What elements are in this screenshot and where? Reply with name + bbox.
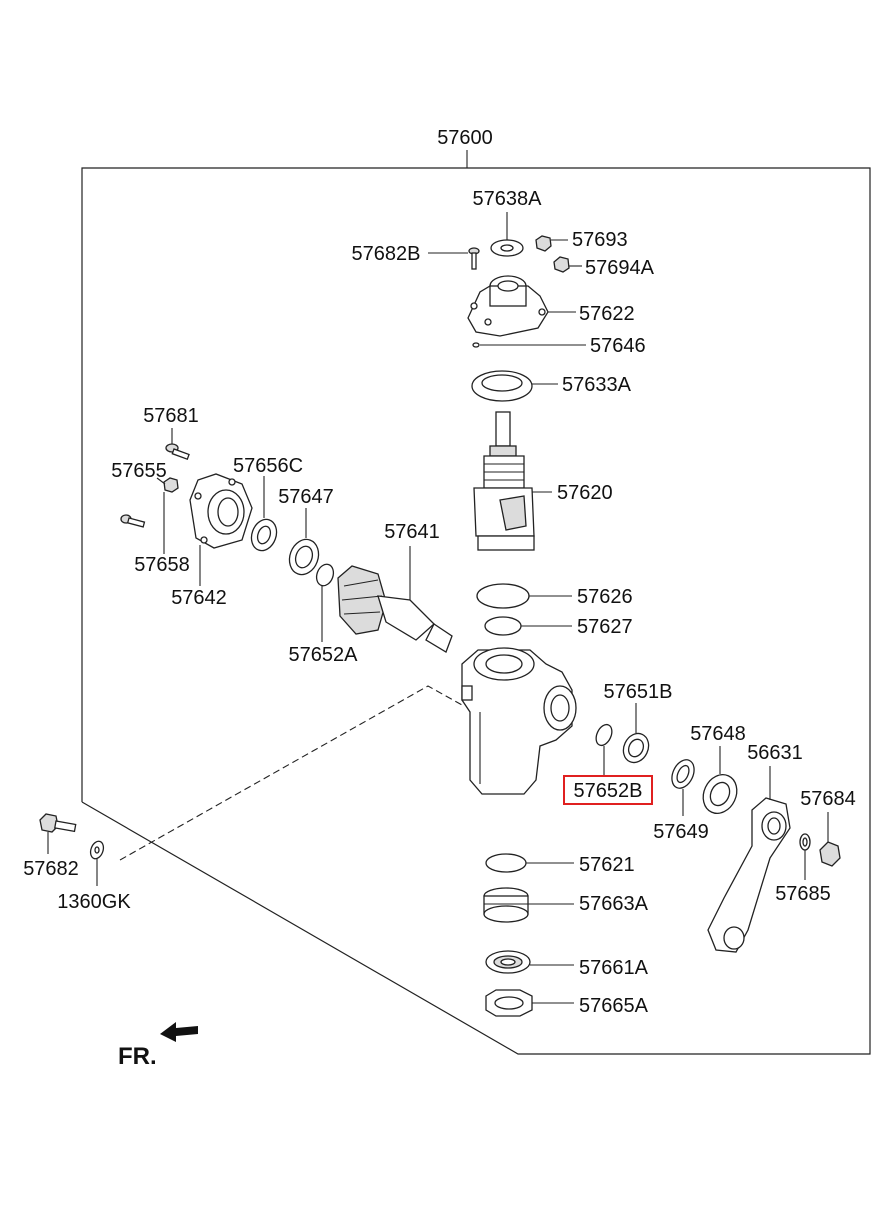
washer-57685: [799, 833, 811, 880]
part-label: 57652A: [289, 644, 359, 666]
part-label: 57685: [775, 883, 831, 905]
part-label: 57622: [579, 303, 635, 325]
part-label: 57627: [577, 616, 633, 638]
seal-57656c: [250, 476, 278, 552]
nut-57693: [535, 235, 568, 252]
snap-ring-57652a: [315, 563, 335, 642]
nut-57694a: [553, 256, 582, 273]
nut-57684: [819, 812, 841, 867]
valve-cover-57622: [467, 275, 576, 337]
part-label: 57656C: [233, 455, 303, 477]
o-ring-57621: [485, 853, 574, 873]
part-label: 1360GK: [57, 891, 131, 913]
part-label: 57681: [143, 405, 199, 427]
snap-ring-57652b: [595, 723, 613, 776]
part-label: 57626: [577, 586, 633, 608]
part-label: 56631: [747, 742, 803, 764]
part-label: 57648: [690, 723, 746, 745]
part-label: 57642: [171, 587, 227, 609]
o-ring-57626: [476, 583, 572, 609]
part-label: 57647: [278, 486, 334, 508]
part-label: 57641: [384, 521, 440, 543]
seal-57648: [702, 746, 738, 814]
gear-housing-57600: [461, 647, 577, 795]
bushing-57651b: [622, 703, 650, 764]
bearing-57661a: [485, 950, 574, 974]
part-label: 57694A: [585, 257, 655, 279]
part-label: 57646: [590, 335, 646, 357]
bushing-57663a: [483, 887, 574, 923]
lock-nut-57665a: [485, 989, 574, 1017]
bolt-57658: [120, 492, 165, 554]
part-label: 57682B: [352, 243, 421, 265]
o-ring-57646: [472, 342, 586, 348]
part-label: 57663A: [579, 893, 649, 915]
highlight-box: [563, 775, 653, 805]
part-label: 57649: [653, 821, 709, 843]
part-label: 57682: [23, 858, 79, 880]
direction-label: FR.: [118, 1043, 157, 1070]
o-ring-57627: [484, 616, 572, 636]
sector-shaft-57641: [337, 546, 453, 653]
front-direction-arrow-icon: [160, 1022, 198, 1042]
part-label: 57693: [572, 229, 628, 251]
highlighted-part-label: 57652B: [574, 780, 643, 802]
seal-57633a: [471, 370, 558, 402]
bearing-57647: [288, 508, 320, 576]
part-label: 57665A: [579, 995, 649, 1017]
part-label: 57621: [579, 854, 635, 876]
assembly-frame: [81, 150, 871, 1055]
part-label: 57620: [557, 482, 613, 504]
pitman-arm-56631: [707, 766, 791, 953]
washer-57638a: [490, 212, 524, 257]
bolt-57682b: [428, 247, 480, 270]
bolt-57681: [165, 428, 190, 461]
part-label: 57633A: [562, 374, 632, 396]
side-cover-57642: [189, 473, 253, 586]
part-label: 57661A: [579, 957, 649, 979]
part-label: 57638A: [473, 188, 543, 210]
assembly-label: 57600: [437, 127, 493, 149]
bolt-57682: [39, 813, 77, 854]
washer-1360gk: [89, 840, 105, 886]
part-label: 57658: [134, 554, 190, 576]
part-label: 57655: [111, 460, 167, 482]
nut-57655: [156, 477, 179, 493]
part-labels: 57600 57638A 57682B 57693 57694A 57622 5…: [23, 127, 856, 1070]
washer-57649: [671, 759, 695, 816]
part-label: 57684: [800, 788, 856, 810]
part-label: 57651B: [604, 681, 673, 703]
valve-shaft-57620: [473, 411, 552, 551]
